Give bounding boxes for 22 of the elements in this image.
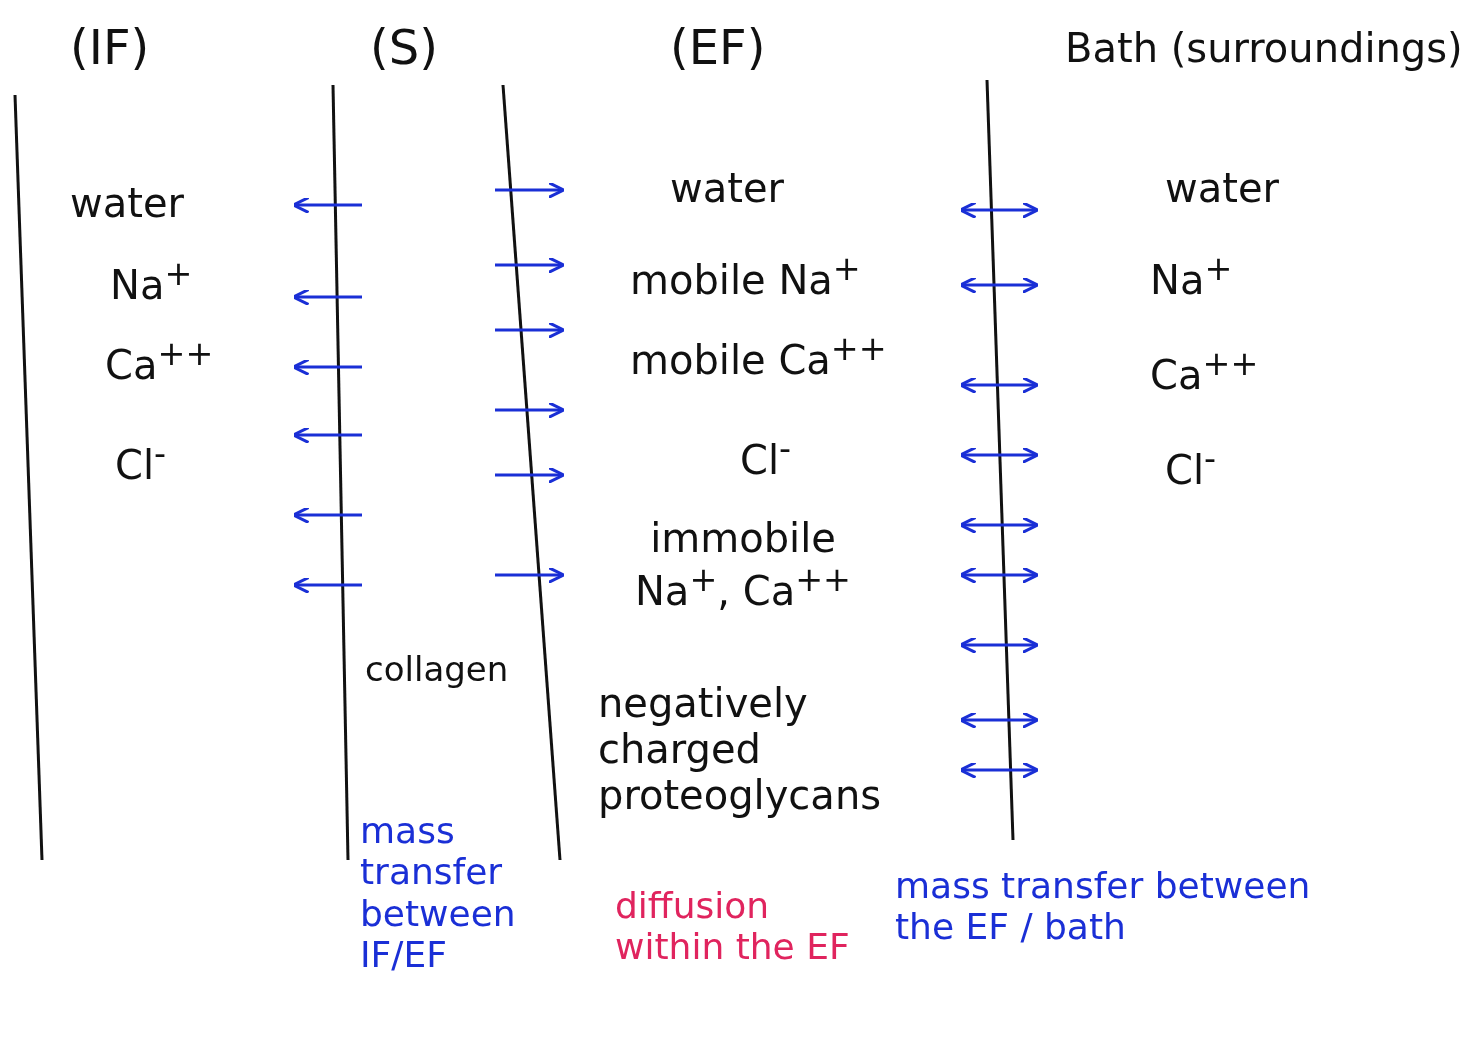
- species-label: Ca$^{++}$: [1150, 345, 1259, 399]
- note-text: mass transfer between IF/EF: [360, 810, 517, 976]
- column-heading: (EF): [670, 20, 766, 76]
- column-heading: (S): [370, 20, 438, 76]
- species-label: Ca$^{++}$: [105, 335, 214, 389]
- column-heading: (IF): [70, 20, 150, 76]
- species-label: water: [670, 165, 784, 211]
- species-label: Cl$^{-}$: [740, 430, 792, 484]
- species-label: Cl$^{-}$: [115, 435, 167, 489]
- species-label: immobile Na$^{+}$, Ca$^{++}$: [633, 515, 853, 615]
- species-label: Cl$^{-}$: [1165, 440, 1217, 494]
- note-text: mass transfer between the EF / bath: [895, 865, 1312, 948]
- species-label: water: [1165, 165, 1279, 211]
- species-label: Na$^{+}$: [110, 255, 193, 309]
- column-heading: Bath (surroundings): [1065, 25, 1464, 71]
- species-label: negatively charged proteoglycans: [598, 680, 883, 818]
- region-label: collagen: [365, 650, 509, 690]
- species-label: water: [70, 180, 184, 226]
- species-label: mobile Na$^{+}$: [630, 250, 861, 304]
- species-label: mobile Ca$^{++}$: [630, 330, 887, 384]
- note-text: diffusion within the EF: [615, 885, 851, 968]
- species-label: Na$^{+}$: [1150, 250, 1233, 304]
